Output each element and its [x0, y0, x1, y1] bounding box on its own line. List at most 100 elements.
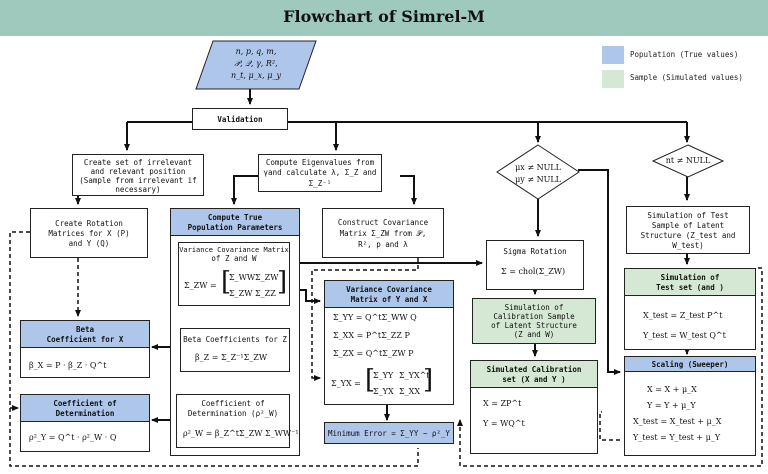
beta-z-equation: β_Z = Σ_Z⁻¹Σ_ZW [195, 353, 268, 362]
irrelevant-line-1: Create set of irrelevant [83, 158, 193, 167]
matrix-yx-21: Σ_YX [373, 387, 394, 396]
scaling-title: Scaling (Sweeper) [651, 360, 729, 369]
matrix-yx-bracket-left: [ [365, 365, 376, 395]
irrelevant-line-3: (Sample from irrelevant if [79, 176, 197, 185]
beta-z-box: Beta Coefficients for Z β_Z = Σ_Z⁻¹Σ_ZW [180, 328, 290, 372]
beta-x-header: Beta Coefficient for X [20, 320, 150, 348]
eigen-line-1: Compute Eigenvalues from [265, 158, 375, 167]
sim-test-latent-line-2: Sample of Latent [651, 221, 725, 230]
matrix-yx-12: Σ_YX^t [399, 371, 430, 380]
sim-test-latent-line-4: W_test) [672, 241, 704, 250]
diagram-title: Flowchart of Simrel-M [283, 7, 485, 26]
validation-label: Validation [217, 115, 263, 124]
params-line-1: n, p, q, m, [235, 47, 277, 56]
coefdet-w-box: Coefficient of Determination (ρ²_W) ρ²_W… [176, 394, 299, 448]
mu-decision-shape [496, 144, 580, 200]
sim-test-latent-box: Simulation of Test Sample of Latent Stru… [626, 206, 750, 254]
sim-test-set-title-2: Test set (and ) [656, 283, 724, 292]
legend-sample-label: Sample (Simulated values) [630, 73, 743, 82]
legend-population-label: Population (True values) [630, 50, 739, 59]
beta-x-title-1: Beta [75, 325, 95, 334]
coefdet-w-title-2: Determination (ρ²_W) [187, 409, 279, 418]
varcov-zw-title-2: of Z and W [211, 254, 257, 263]
eigenvalues-box: Compute Eigenvalues from γand calculate … [258, 154, 382, 192]
sigma-rotation-equation: Σ = chol(Σ_ZW) [501, 267, 566, 276]
dashed-scaling-calib [599, 411, 620, 441]
validation-box: Validation [192, 108, 288, 130]
matrix-zw-21: Σ_ZW [229, 289, 253, 298]
sim-calibration-latent-box: Simulation of Calibration Sample of Late… [472, 298, 596, 344]
scaling-header: Scaling (Sweeper) [624, 356, 756, 372]
title-bar [0, 0, 768, 36]
matrix-yx-22: Σ_XX [399, 387, 421, 396]
params-line-2: 𝒫, 𝒬, γ, R², [234, 59, 278, 68]
matrix-yx-bracket-right: ] [423, 365, 434, 395]
matrix-zw-12: Σ_ZW [255, 273, 279, 282]
sim-calib-set-eq-1: X = ZP^t [483, 399, 522, 408]
sim-calib-set-eq-2: Y = WQ^t [483, 419, 525, 428]
rotation-line-1: Create Rotation [55, 219, 123, 228]
sim-calib-latent-line-4: (Z and W) [513, 330, 555, 339]
coefdet-w-equation: ρ²_W = β_Z^tΣ_ZW Σ_WW⁻¹ [183, 429, 299, 438]
sim-test-set-eq-2: Y_test = W_test Q^t [643, 331, 726, 340]
irrelevant-line-4: necessary) [115, 185, 161, 194]
irrelevant-position-box: Create set of irrelevant and relevant po… [72, 154, 204, 196]
sim-test-set-eq-1: X_test = Z_test P^t [643, 311, 723, 320]
rotation-matrices-box: Create Rotation Matrices for X (P) and Y… [30, 208, 148, 258]
arrow-eigen-construct [400, 175, 417, 205]
sigma-rotation-box: Sigma Rotation Σ = chol(Σ_ZW) [486, 240, 584, 290]
nt-decision-line-1: nt ≠ NULL [665, 156, 711, 165]
sim-calib-latent-line-2: Calibration Sample [493, 312, 575, 321]
varcov-yx-lhs: Σ_YX = [331, 379, 361, 388]
scaling-eq-4: Y_test = Y_test + μ_Y [633, 433, 721, 442]
sim-calib-latent-line-1: Simulation of [504, 303, 564, 312]
true-params-title-2: Population Parameters [187, 223, 283, 232]
dashed-construct-varcov [311, 258, 419, 381]
true-parameters-header: Compute True Population Parameters [170, 208, 300, 236]
mu-decision-line-2: μy ≠ NULL [515, 175, 561, 184]
coefdet-w-title-1: Coefficient of [201, 399, 265, 408]
sigma-rotation-title: Sigma Rotation [503, 247, 567, 256]
scaling-box: X = X + μ_X Y = Y + μ_Y X_test = X_test … [624, 356, 756, 456]
params-line-3: n_t, μ_x, μ_y [231, 71, 281, 80]
eigen-line-2: γand calculate λ, Σ_Z and [263, 168, 377, 177]
arrow-mu-scaling [578, 169, 621, 375]
dashed-right-loop [457, 267, 763, 467]
sim-test-latent-line-3: Structure (Z_test and [640, 231, 736, 240]
varcov-yx-header: Variance Covariance Matrix of Y and X [324, 280, 454, 308]
scaling-eq-3: X_test = X_test + μ_X [633, 417, 722, 426]
varcov-yx-eq-2: Σ_XX = P^tΣ_ZZ P [333, 331, 410, 340]
coefdet-y-header: Coefficient of Determination [20, 394, 150, 422]
minimum-error-label: Minimum Error = Σ_YY − ρ²_Y [328, 429, 450, 438]
matrix-zw-bracket-left: [ [221, 267, 232, 297]
varcov-zw-title-1: Variance Covariance Matrix [179, 246, 289, 254]
construct-covariance-box: Construct Covariance Matrix Σ_ZW from 𝒫,… [322, 208, 444, 258]
sim-calib-latent-line-3: of Latent Structure [491, 321, 577, 330]
varcov-yx-title-2: Matrix of Y and X [350, 295, 428, 304]
construct-line-1: Construct Covariance [337, 218, 429, 227]
nt-decision-shape [652, 144, 724, 178]
true-params-title-1: Compute True [207, 213, 263, 222]
sim-calib-set-title-1: Simulated Calibration [486, 365, 582, 374]
coefdet-y-equation: ρ²_Y = Q^t · ρ²_W · Q [29, 433, 117, 442]
scaling-eq-1: X = X + μ_X [647, 385, 697, 394]
params-shape [195, 40, 317, 90]
beta-z-title: Beta Coefficients for Z [183, 335, 287, 344]
sim-calib-set-title-2: set (X and Y ) [502, 375, 566, 384]
matrix-zw-bracket-right: ] [277, 267, 288, 297]
sigma-zw-lhs: Σ_ZW = [184, 281, 217, 290]
sim-test-set-title-1: Simulation of [660, 273, 720, 282]
varcov-yx-eq-1: Σ_YY = Q^tΣ_WW Q [333, 313, 417, 322]
construct-line-2: Matrix Σ_ZW from 𝒫, [339, 229, 427, 238]
construct-line-3: R², p and λ [358, 240, 408, 249]
legend-sample-swatch [602, 70, 624, 88]
coefdet-y-title-2: Determination [55, 409, 115, 418]
rotation-line-3: and Y (Q) [68, 239, 110, 248]
scaling-eq-2: Y = Y + μ_Y [647, 401, 696, 410]
dashed-left-loop [9, 231, 419, 467]
beta-x-equation: β_X = P · β_Z · Q^t [29, 361, 107, 370]
sim-test-set-header: Simulation of Test set (and ) [624, 268, 756, 296]
matrix-yx-11: Σ_YY [373, 371, 394, 380]
matrix-zw-11: Σ_WW [229, 273, 256, 282]
